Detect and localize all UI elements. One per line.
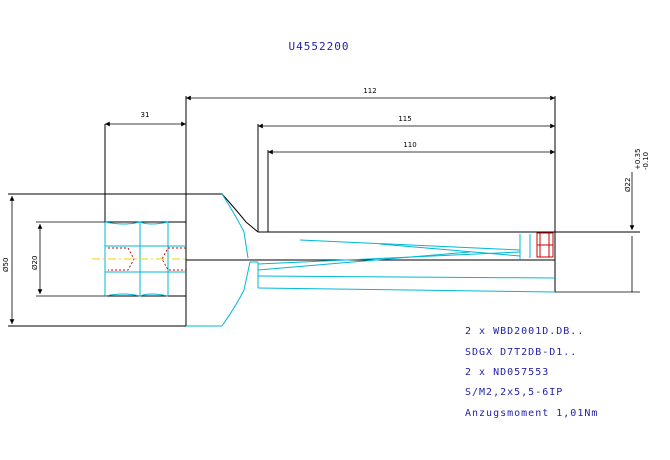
dim-dia-22: Ø22: [624, 178, 632, 192]
note-2: SDGX D7T2DB-D1..: [465, 347, 577, 358]
dim-112: 112: [363, 87, 376, 95]
dimension-lines: [9, 95, 640, 324]
tool-cyan-detail: [104, 193, 556, 327]
dim-tol-lower: -0.10: [642, 152, 650, 170]
dim-dia-50: Ø50: [2, 258, 10, 272]
dim-dia-20: Ø20: [31, 256, 39, 270]
dim-115: 115: [398, 115, 411, 123]
note-4: S/M2,2x5,5-6IP: [465, 387, 563, 398]
insert-red: [536, 232, 554, 258]
note-3: 2 x ND057553: [465, 367, 549, 378]
dim-110: 110: [403, 141, 416, 149]
part-number: U4552200: [289, 40, 350, 53]
dim-31: 31: [141, 111, 150, 119]
note-5: Anzugsmoment 1,01Nm: [465, 408, 598, 419]
screw-holes: [108, 247, 186, 271]
dim-tol-upper: +0.35: [634, 149, 642, 170]
note-1: 2 x WBD2001D.DB..: [465, 326, 584, 337]
